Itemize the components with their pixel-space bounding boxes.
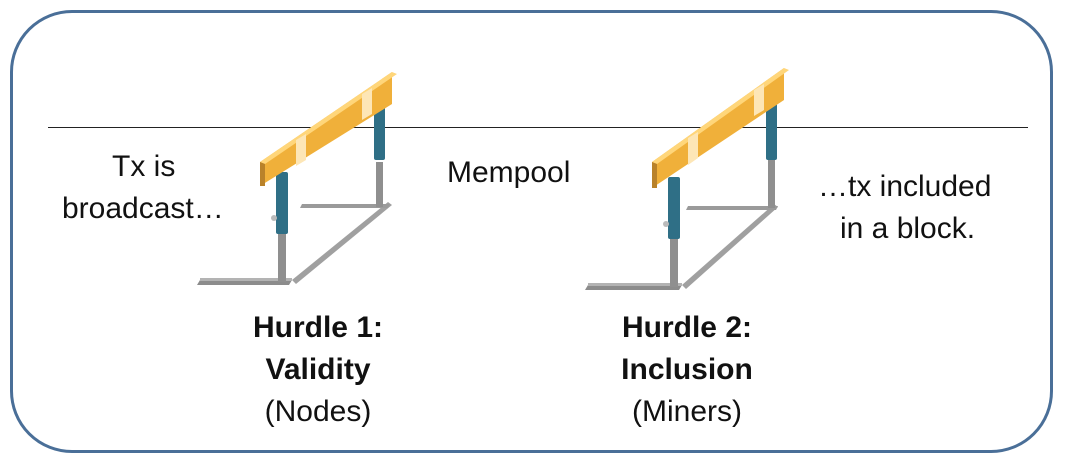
hurdle-2-bar [652, 68, 789, 188]
hurdle-2-icon [585, 68, 789, 290]
hurdle-1-bar [260, 72, 397, 186]
broadcast-label: Tx is broadcast… [62, 146, 224, 230]
hurdle-2-actor: (Miners) [632, 395, 742, 428]
mempool-label: Mempool [447, 156, 571, 189]
hurdle-1-title: Hurdle 1: [252, 311, 384, 344]
hurdle-2-title: Hurdle 2: [621, 311, 753, 344]
hurdle-2-legs [585, 160, 778, 290]
hurdle-1-caption: Hurdle 1: Validity (Nodes) [228, 307, 408, 433]
broadcast-line-2: broadcast… [62, 192, 224, 225]
included-line-2: in a block. [840, 212, 976, 245]
baseline-line [48, 127, 1028, 128]
included-label: …tx included in a block. [818, 166, 991, 250]
diagram-frame [10, 10, 1053, 453]
broadcast-line-1: Tx is [112, 150, 176, 183]
hurdle-2-subtitle: Inclusion [621, 353, 753, 386]
hurdle-1-icon [197, 72, 397, 285]
hurdle-1-legs [197, 162, 392, 285]
hurdle-2-caption: Hurdle 2: Inclusion (Miners) [592, 307, 782, 433]
hurdle-1-subtitle: Validity [265, 353, 371, 386]
included-line-1: …tx included [818, 170, 992, 203]
hurdle-1-actor: (Nodes) [264, 395, 372, 428]
